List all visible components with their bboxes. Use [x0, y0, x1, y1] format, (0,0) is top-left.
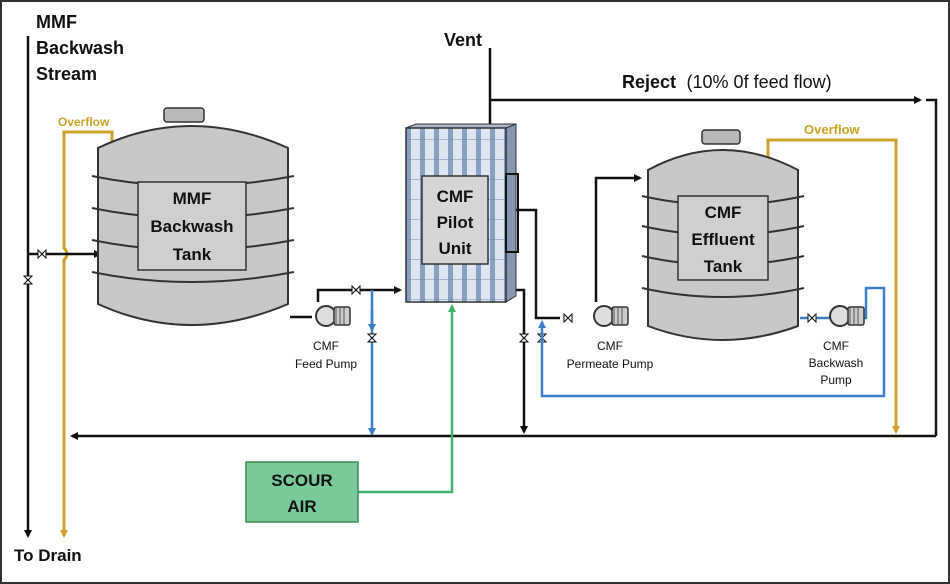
effluent-tank-label-3: Tank [704, 257, 743, 276]
scour-air-label-1: SCOUR [271, 471, 332, 490]
mmf-tank-label-2: Backwash [150, 217, 233, 236]
mmf-backwash-tank [91, 107, 295, 326]
permeate-pump-label-1: CMF [597, 339, 623, 353]
reject-note-label: (10% 0f feed flow) [687, 72, 832, 92]
backwash-pump-icon [829, 305, 865, 327]
mmf-tank-label-3: Tank [173, 245, 212, 264]
scour-air-pipe [358, 304, 456, 494]
valve-icon [366, 333, 378, 343]
reject-label: Reject (10% 0f feed flow) [622, 72, 832, 92]
tank-label-box [677, 195, 769, 281]
pilot-unit-label-3: Unit [438, 239, 471, 258]
effluent-inlet-pipe [594, 174, 642, 302]
feed-pump-label-1: CMF [313, 339, 339, 353]
valve-icon [807, 312, 817, 324]
backwash-pump-label-2: Backwash [809, 356, 864, 370]
valve-icon [351, 284, 361, 296]
valve-icon [22, 248, 47, 285]
pilot-drain-pipe [516, 288, 528, 434]
tank-label-box [137, 181, 247, 271]
cmf-pilot-unit [405, 123, 519, 303]
effluent-tank-label-2: Effluent [691, 230, 755, 249]
mmf-tank-label-1: MMF [173, 189, 212, 208]
mmf-overflow-pipe [60, 130, 114, 538]
overflow-right-label: Overflow [804, 122, 861, 137]
permeate-pump-icon [593, 305, 629, 327]
valve-icon [563, 312, 573, 324]
reject-bold-label: Reject [622, 72, 676, 92]
effluent-overflow-pipe [766, 138, 900, 434]
pilot-unit-label-1: CMF [437, 187, 474, 206]
feed-pump-icon [315, 305, 351, 327]
backwash-pump-label-3: Pump [820, 373, 852, 387]
overflow-left-label: Overflow [58, 115, 110, 129]
effluent-tank-label-1: CMF [705, 203, 742, 222]
pilot-unit-label-2: Pilot [437, 213, 474, 232]
to-drain-label: To Drain [14, 546, 82, 565]
backwash-stream-label-3: Stream [36, 64, 97, 84]
pilot-label-box [421, 175, 489, 265]
feed-pump-label-2: Feed Pump [295, 357, 357, 371]
backwash-loop-pipe [538, 286, 886, 398]
backwash-stream-label-2: Backwash [36, 38, 124, 58]
vent-label: Vent [444, 30, 482, 50]
pilot-manifold [505, 173, 519, 253]
cmf-effluent-tank [641, 129, 805, 341]
backwash-stream-label-1: MMF [36, 12, 77, 32]
backwash-pump-label-1: CMF [823, 339, 849, 353]
scour-air-label-2: AIR [287, 497, 316, 516]
reject-drop-pipe [926, 98, 938, 436]
scour-air-box [245, 461, 359, 523]
permeate-pump-label-2: Permeate Pump [567, 357, 654, 371]
permeate-pipe [516, 208, 560, 320]
